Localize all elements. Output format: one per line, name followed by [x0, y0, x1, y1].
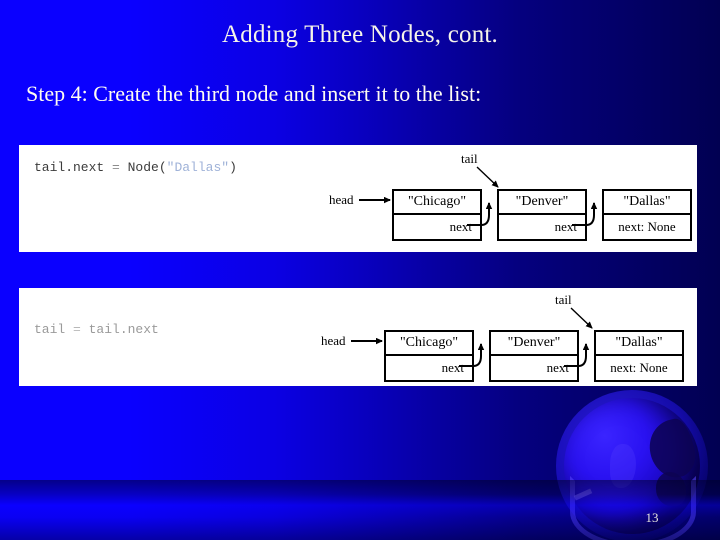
node-value: "Chicago"	[386, 332, 472, 356]
node-value: "Denver"	[491, 332, 577, 356]
next-arrow-chicago	[459, 343, 485, 367]
code-string-literal: "Dallas"	[166, 160, 230, 175]
node-next-field: next	[546, 360, 569, 375]
node-value: "Dallas"	[596, 332, 682, 356]
tail-arrow	[476, 166, 499, 188]
page-title: Adding Three Nodes, cont.	[221, 21, 498, 48]
globe-halo	[556, 390, 708, 540]
globe-stand	[570, 476, 696, 540]
globe-continent-shape	[644, 416, 700, 482]
head-pointer-label: head	[321, 333, 346, 348]
globe-stand-pin	[573, 488, 593, 501]
node-value: "Denver"	[499, 191, 585, 215]
diagram-arrows	[359, 166, 598, 226]
node-next-field: next	[449, 219, 472, 234]
page-number: 13	[645, 510, 659, 525]
list-node: "Chicago" next	[392, 189, 482, 241]
code-constructor: Node(	[127, 160, 167, 175]
code-target: tail.next	[34, 160, 105, 175]
step-subtitle: Step 4: Create the third node and insert…	[26, 81, 482, 106]
code-value: tail.next	[88, 322, 159, 337]
node-next-field: next: None	[618, 219, 676, 234]
globe-continent-shape	[656, 472, 686, 506]
code-suffix: )	[229, 160, 237, 175]
next-arrow-chicago	[467, 202, 493, 226]
node-next-field: next	[554, 219, 577, 234]
node-value: "Chicago"	[394, 191, 480, 215]
globe-sphere	[564, 398, 700, 534]
list-node: "Denver" next	[489, 330, 579, 382]
illustration-panel-2: tail = tail.next head tail "Chicago" nex…	[19, 288, 697, 386]
diagram-arrows	[351, 307, 593, 367]
next-arrow-denver	[564, 343, 590, 367]
head-pointer-label: head	[329, 192, 354, 207]
list-node: "Denver" next	[497, 189, 587, 241]
node-value: "Dallas"	[604, 191, 690, 215]
code-line-2: tail = tail.next	[34, 322, 159, 337]
tail-pointer-label: tail	[461, 151, 478, 166]
linked-list-diagram-1: head tail "Chicago" next "Denver" next "…	[19, 145, 697, 252]
list-node: "Dallas" next: None	[602, 189, 692, 241]
node-next-field: next: None	[610, 360, 668, 375]
list-node: "Chicago" next	[384, 330, 474, 382]
linked-list-diagram-2: head tail "Chicago" next "Denver" next "…	[19, 288, 697, 386]
code-line-1: tail.next = Node("Dallas")	[34, 160, 237, 175]
tail-arrow	[570, 307, 593, 329]
illustration-panel-1: tail.next = Node("Dallas") head tail "Ch…	[19, 145, 697, 252]
node-next-field: next	[441, 360, 464, 375]
next-arrow-denver	[572, 202, 598, 226]
globe-continent-shape	[610, 444, 636, 488]
code-target: tail	[34, 322, 66, 337]
bottom-gradient-band	[0, 480, 720, 540]
list-node: "Dallas" next: None	[594, 330, 684, 382]
tail-pointer-label: tail	[555, 292, 572, 307]
